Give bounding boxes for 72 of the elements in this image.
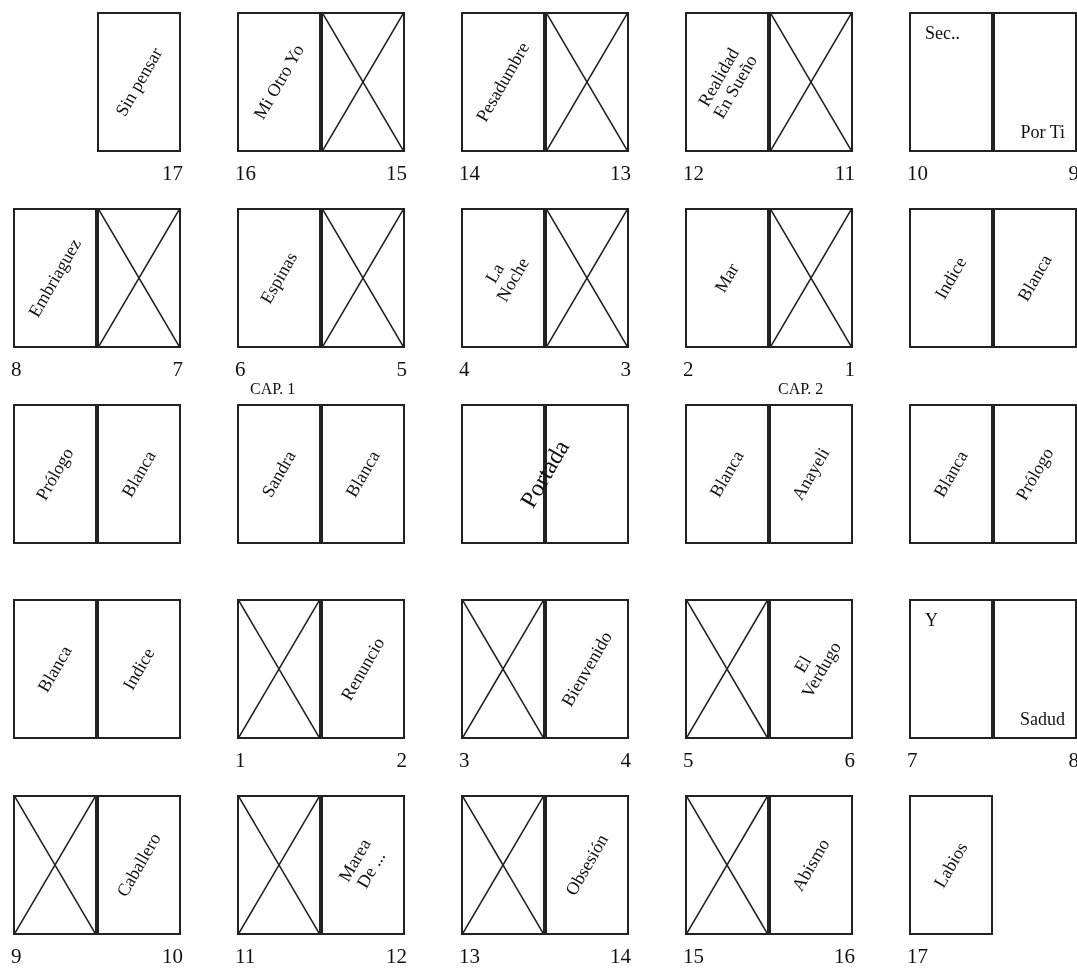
page-number: 10 (162, 946, 183, 967)
page-number: 11 (235, 946, 256, 967)
page-box (321, 404, 405, 544)
page-box (545, 795, 629, 935)
page-number: 10 (907, 163, 928, 184)
page-number: 3 (459, 750, 470, 771)
page-number: 7 (907, 750, 918, 771)
page-box (461, 12, 545, 152)
page-title: Sadud (1020, 710, 1065, 729)
chapter-label: CAP. 1 (250, 380, 296, 398)
page-box (97, 12, 181, 152)
page-box (993, 599, 1077, 739)
page-number: 15 (386, 163, 407, 184)
page-number: 9 (11, 946, 22, 967)
page-number: 2 (396, 750, 407, 771)
page-box (321, 795, 405, 935)
page-box (97, 404, 181, 544)
page-box (13, 599, 97, 739)
page-box (685, 208, 769, 348)
page-title: Mar (711, 260, 743, 296)
page-box (685, 12, 769, 152)
page-box (237, 208, 321, 348)
page-box (685, 404, 769, 544)
page-number: 12 (683, 163, 704, 184)
page-number: 13 (610, 163, 631, 184)
page-box (237, 12, 321, 152)
page-number: 16 (235, 163, 256, 184)
page-box (769, 404, 853, 544)
page-title: Sec.. (925, 24, 960, 43)
page-number: 6 (235, 359, 246, 380)
page-number: 2 (683, 359, 694, 380)
page-number: 1 (235, 750, 246, 771)
page-number: 5 (396, 359, 407, 380)
page-number: 16 (834, 946, 855, 967)
page-box (461, 208, 545, 348)
page-title: Y (925, 611, 938, 630)
page-box (993, 208, 1077, 348)
page-number: 1 (844, 359, 855, 380)
page-box (769, 795, 853, 935)
page-box (993, 12, 1077, 152)
page-number: 8 (11, 359, 22, 380)
page-number: 14 (610, 946, 631, 967)
page-number: 13 (459, 946, 480, 967)
page-number: 17 (162, 163, 183, 184)
page-number: 6 (844, 750, 855, 771)
page-title: Por Ti (1020, 123, 1065, 142)
page-box (909, 208, 993, 348)
page-box (545, 599, 629, 739)
page-box (909, 404, 993, 544)
page-number: 4 (459, 359, 470, 380)
page-box (13, 208, 97, 348)
page-number: 3 (620, 359, 631, 380)
page-box (993, 404, 1077, 544)
page-box (909, 599, 993, 739)
page-number: 17 (907, 946, 928, 967)
page-number: 14 (459, 163, 480, 184)
page-box (769, 599, 853, 739)
page-box (97, 795, 181, 935)
page-box (237, 404, 321, 544)
page-box (13, 404, 97, 544)
page-box (909, 12, 993, 152)
page-number: 12 (386, 946, 407, 967)
page-box (909, 795, 993, 935)
page-number: 4 (620, 750, 631, 771)
page-number: 15 (683, 946, 704, 967)
page-number: 7 (172, 359, 183, 380)
page-number: 5 (683, 750, 694, 771)
chapter-label: CAP. 2 (778, 380, 824, 398)
page-number: 11 (834, 163, 855, 184)
page-box (97, 599, 181, 739)
page-title: Mi Otro Yo (250, 41, 308, 123)
page-box (321, 599, 405, 739)
